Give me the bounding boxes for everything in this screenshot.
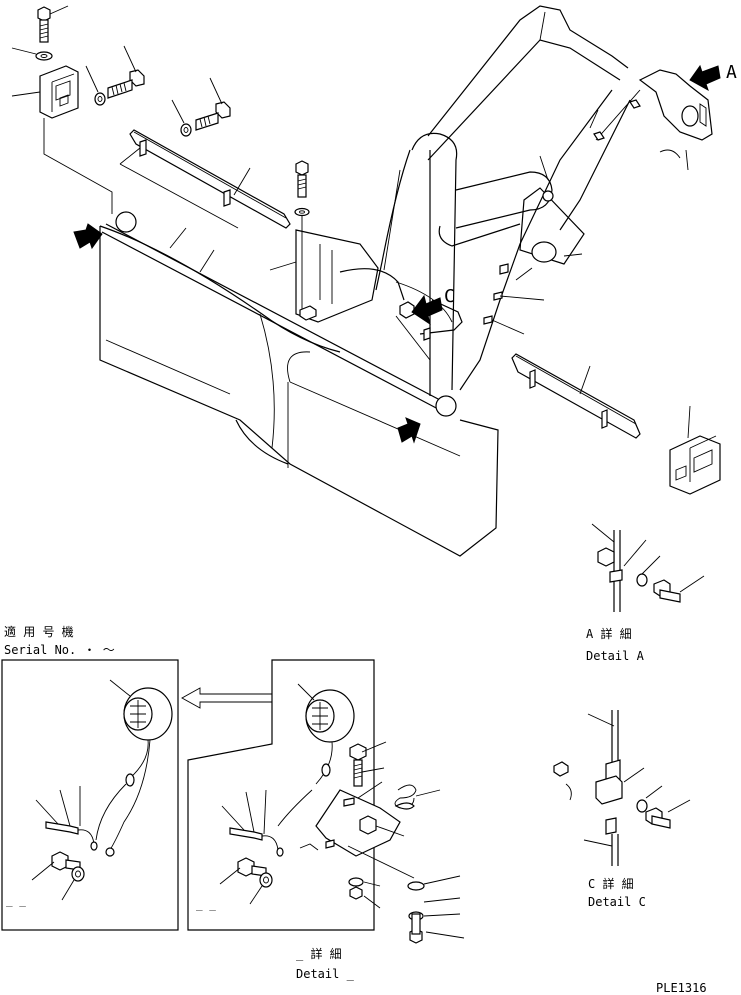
washer-small-2 bbox=[171, 99, 192, 137]
machine-frame bbox=[269, 5, 713, 396]
dash-mid: _ _ bbox=[196, 898, 216, 911]
bracket-assembly bbox=[299, 741, 465, 944]
lamp-bracket-left bbox=[11, 65, 79, 119]
page-code: PLE1316 bbox=[656, 981, 707, 995]
serial-jp: 適 用 号 機 bbox=[4, 624, 74, 639]
dash-left: _ _ bbox=[6, 894, 26, 907]
serial-panel: _ _ bbox=[1, 659, 179, 931]
bolt-horizontal-2 bbox=[195, 77, 231, 131]
bolt-vertical-mid bbox=[294, 160, 310, 310]
lamp-guard-right bbox=[669, 405, 721, 495]
dozer-blade bbox=[99, 211, 499, 557]
view-c-marker: C bbox=[411, 286, 455, 326]
detail-c-drawing: C 詳 細 Detail C bbox=[553, 710, 691, 909]
serial-en: Serial No. ・ 〜 bbox=[4, 643, 115, 657]
detail-a-jp: A 詳 細 bbox=[586, 626, 632, 641]
arrow-between-panels bbox=[181, 687, 273, 709]
bolt-horizontal-1 bbox=[107, 45, 145, 99]
leader-bracket bbox=[43, 118, 113, 214]
view-a-marker: A bbox=[689, 62, 737, 92]
view-c-label: C bbox=[444, 286, 455, 307]
washer-top-left bbox=[11, 47, 53, 61]
detail-a-drawing: A 詳 細 Detail A bbox=[586, 523, 705, 663]
washer-small-1 bbox=[85, 65, 106, 106]
detail-blank-jp: _ 詳 細 bbox=[296, 946, 342, 961]
detail-a-en: Detail A bbox=[586, 649, 645, 663]
lower-handrail bbox=[511, 353, 641, 439]
detail-c-jp: C 詳 細 bbox=[588, 876, 634, 891]
detail-blank-panel: _ _ bbox=[187, 659, 375, 931]
arrow-blade-right bbox=[397, 417, 421, 444]
detail-c-en: Detail C bbox=[588, 895, 646, 909]
detail-blank-en: Detail _ bbox=[296, 967, 355, 981]
view-a-label: A bbox=[726, 62, 737, 83]
bolt-top-left bbox=[37, 5, 69, 43]
upper-handrail bbox=[119, 129, 291, 229]
arrow-blade-left bbox=[73, 223, 103, 250]
